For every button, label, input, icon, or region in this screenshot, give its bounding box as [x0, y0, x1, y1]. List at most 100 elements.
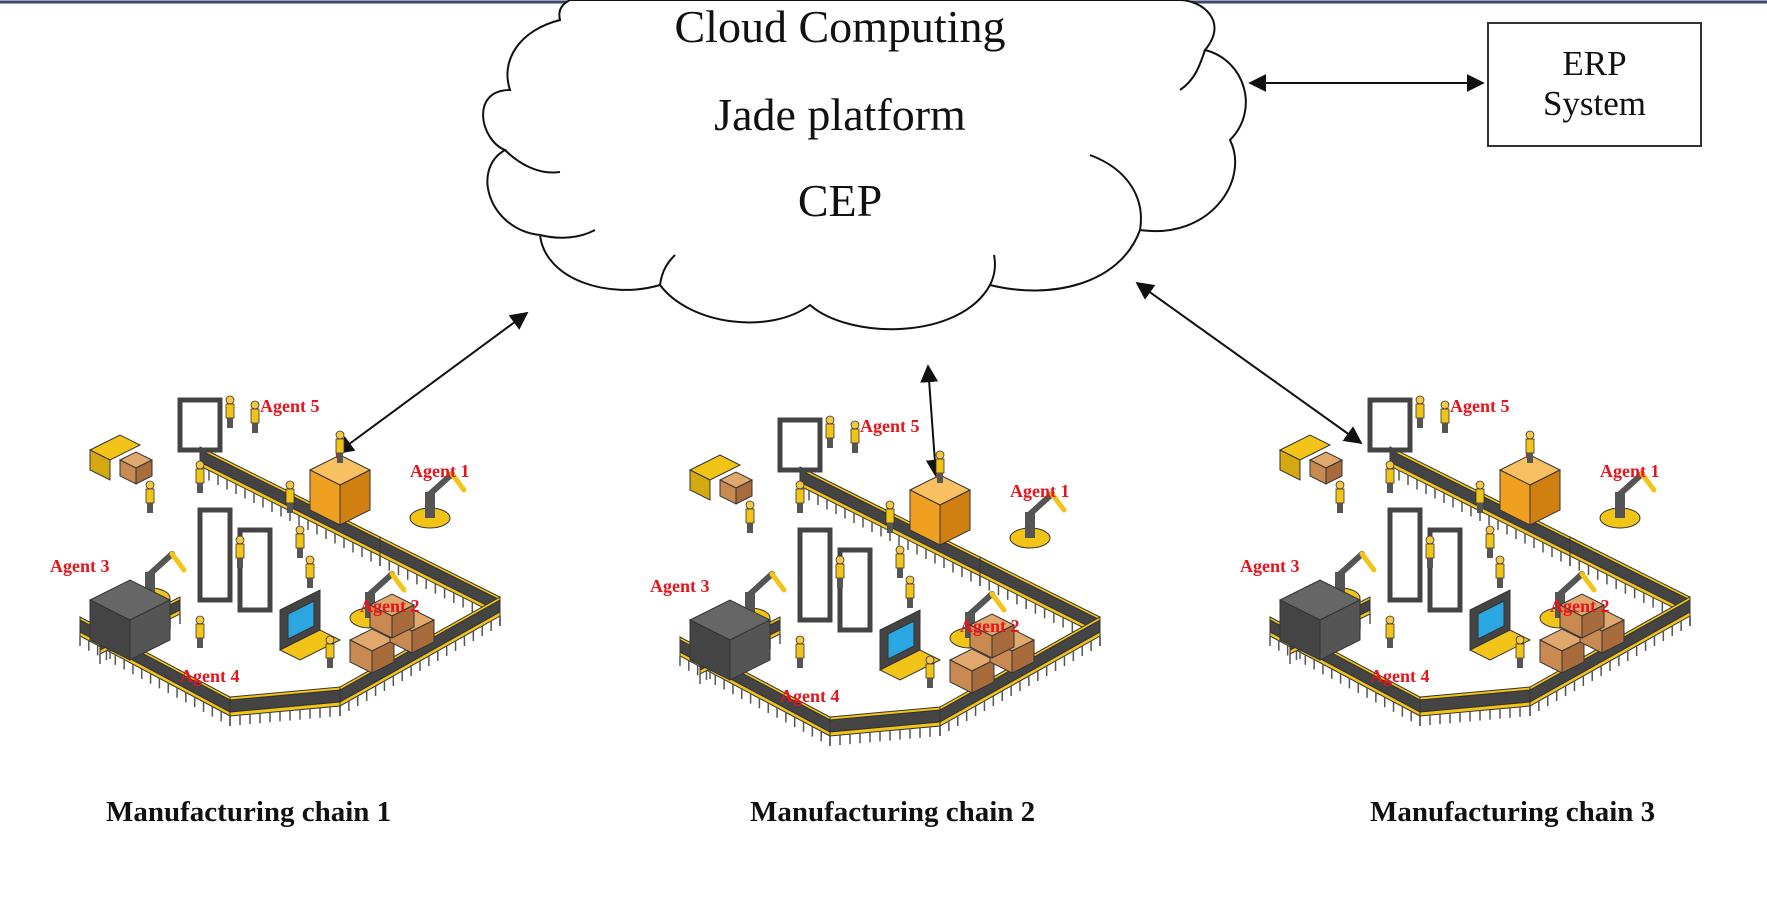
worker-icon — [1385, 460, 1395, 470]
worker-icon — [195, 468, 205, 484]
portal-frame — [197, 507, 233, 603]
worker-icon — [335, 438, 345, 454]
worker-icon — [305, 563, 315, 579]
workstation — [129, 599, 171, 661]
robot-arm-icon — [1617, 471, 1645, 497]
agent-label: Agent 5 — [860, 416, 920, 436]
arrow-cloud-chain1 — [335, 311, 529, 455]
robot-arm-icon — [1639, 471, 1657, 493]
worker-icon — [1517, 658, 1523, 668]
worker-icon — [195, 460, 205, 470]
robot-arm-icon — [427, 471, 455, 497]
worker-icon — [197, 638, 203, 648]
worker-icon — [927, 678, 933, 688]
worker-icon — [197, 483, 203, 493]
worker-icon — [1425, 535, 1435, 545]
portal-frame — [797, 527, 833, 623]
conveyor-rail — [229, 686, 341, 701]
robot-arm-icon — [769, 571, 787, 593]
cloud-text-line-2: Jade platform — [714, 89, 966, 140]
worker-icon — [895, 553, 905, 569]
worker-icon — [797, 658, 803, 668]
erp-label-line-1: ERP — [1562, 44, 1627, 83]
worker-icon — [835, 563, 845, 579]
worker-icon — [1442, 423, 1448, 433]
worker-icon — [195, 623, 205, 639]
worker-icon — [327, 658, 333, 668]
worker-icon — [335, 430, 345, 440]
worker-icon — [1335, 480, 1345, 490]
terminal-screen — [887, 620, 915, 660]
chain-label-2: Manufacturing chain 2 — [750, 796, 1036, 828]
robot-arm-icon — [967, 591, 995, 617]
worker-icon — [897, 568, 903, 578]
portal-frame — [237, 527, 273, 613]
worker-icon — [825, 423, 835, 439]
agent-label: Agent 1 — [1010, 481, 1070, 501]
worker-icon — [1485, 533, 1495, 549]
stacked-box — [991, 624, 1015, 659]
worker-icon — [825, 415, 835, 425]
orange-machine — [1529, 469, 1561, 526]
worker-icon — [937, 473, 943, 483]
terminal-screen — [1477, 600, 1505, 640]
cloud-inner-curve — [659, 254, 676, 286]
worker-icon — [1475, 488, 1485, 504]
robot-arm-icon — [1359, 551, 1377, 573]
cloud-inner-curve — [504, 149, 561, 174]
robot-arm-icon — [425, 492, 435, 518]
worker-icon — [850, 420, 860, 430]
pallet-box — [1325, 459, 1343, 485]
worker-icon — [935, 450, 945, 460]
cloud-inner-curve — [1179, 49, 1206, 91]
worker-icon — [1495, 555, 1505, 565]
stacked-box — [1561, 639, 1585, 674]
worker-icon — [145, 480, 155, 490]
stacked-box — [391, 604, 415, 639]
conveyor-rail — [1419, 686, 1531, 701]
worker-icon — [1497, 578, 1503, 588]
worker-icon — [295, 533, 305, 549]
worker-icon — [1525, 438, 1535, 454]
agent-label: Agent 4 — [1370, 666, 1430, 686]
agent-label: Agent 3 — [650, 576, 710, 596]
worker-icon — [795, 635, 805, 645]
worker-icon — [885, 500, 895, 510]
worker-icon — [795, 480, 805, 490]
worker-icon — [1440, 400, 1450, 410]
robot-arm-icon — [1335, 572, 1345, 598]
forklift-icon — [89, 449, 111, 481]
worker-icon — [1515, 643, 1525, 659]
pallet-box — [735, 479, 753, 505]
stacked-box — [1601, 619, 1625, 654]
worker-icon — [885, 508, 895, 524]
robot-arm-icon — [1557, 571, 1585, 597]
worker-icon — [225, 403, 235, 419]
worker-icon — [1495, 563, 1505, 579]
worker-icon — [795, 643, 805, 659]
portal-frame — [837, 547, 873, 633]
terminal-base — [1468, 629, 1532, 661]
worker-icon — [1385, 615, 1395, 625]
worker-icon — [252, 423, 258, 433]
chain-label-1: Manufacturing chain 1 — [106, 796, 392, 828]
terminal-base — [278, 629, 342, 661]
worker-icon — [745, 500, 755, 510]
worker-icon — [1385, 468, 1395, 484]
orange-machine — [939, 489, 971, 546]
worker-icon — [1427, 558, 1433, 568]
agent-label: Agent 1 — [410, 461, 470, 481]
worker-icon — [1335, 488, 1345, 504]
worker-icon — [250, 408, 260, 424]
erp-label-line-2: System — [1542, 84, 1647, 124]
worker-icon — [935, 458, 945, 474]
conveyor-rail — [829, 706, 941, 721]
worker-icon — [905, 583, 915, 599]
worker-icon — [852, 443, 858, 453]
worker-icon — [1527, 453, 1533, 463]
gantry-frame — [1367, 397, 1413, 453]
worker-icon — [925, 663, 935, 679]
